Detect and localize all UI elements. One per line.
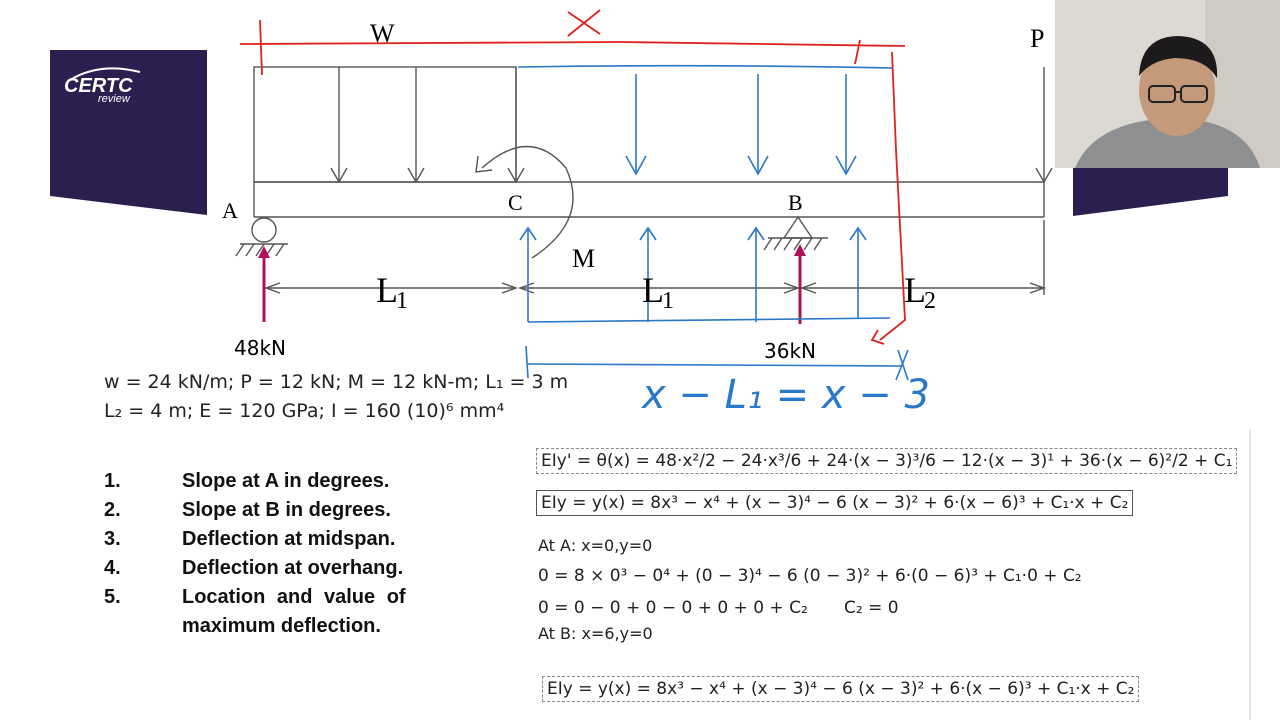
logo-brand: CERTC <box>64 75 133 97</box>
reaction-b-value: 36kN <box>764 339 816 363</box>
reaction-a-value: 48kN <box>234 336 286 360</box>
label-m: M <box>572 244 595 273</box>
label-b: B <box>788 190 803 215</box>
label-l1-right-sub: 1 <box>662 288 674 314</box>
question-number: 3. <box>104 528 121 550</box>
condition-b-label: At B: x=6,y=0 <box>538 624 653 643</box>
label-l1-left-sub: 1 <box>396 288 408 314</box>
red-annotations <box>239 9 906 345</box>
question-text: Location and value of <box>182 586 406 608</box>
given-line-1: w = 24 kN/m; P = 12 kN; M = 12 kN-m; L₁ … <box>104 371 569 393</box>
webcam-feed <box>1055 0 1280 168</box>
question-text: Deflection at midspan. <box>182 528 396 550</box>
condition-a-label: At A: x=0,y=0 <box>538 536 653 555</box>
label-l2: L <box>904 270 926 310</box>
support-a <box>251 217 277 243</box>
brand-panel-left <box>50 50 207 215</box>
presenter-image <box>1055 0 1280 168</box>
brand-panel-right <box>1073 168 1228 216</box>
label-l1-left: L <box>376 270 398 310</box>
moment-arc <box>481 145 574 259</box>
c2-value: C₂ = 0 <box>844 598 899 618</box>
label-l1-right: L <box>642 270 664 310</box>
question-number: 4. <box>104 557 121 579</box>
label-c: C <box>508 190 523 215</box>
beam-diagram <box>235 66 1053 295</box>
handwritten-equation: x − L₁ = x − 3 <box>640 372 930 418</box>
given-line-2: L₂ = 4 m; E = 120 GPa; I = 160 (10)⁶ mm⁴ <box>104 400 505 422</box>
deflection-equation: EIy = y(x) = 8x³ − x⁴ + (x − 3)⁴ − 6 (x … <box>536 490 1134 516</box>
question-text: Slope at A in degrees. <box>182 470 390 492</box>
deflection-equation-repeat: EIy = y(x) = 8x³ − x⁴ + (x − 3)⁴ − 6 (x … <box>542 676 1140 702</box>
blue-annotations <box>517 64 909 381</box>
support-b <box>782 215 814 239</box>
question-text: Deflection at overhang. <box>182 557 404 579</box>
condition-a-result: 0 = 0 − 0 + 0 − 0 + 0 + 0 + C₂ <box>538 598 808 618</box>
question-number: 5. <box>104 586 121 608</box>
logo-sub: review <box>98 93 131 105</box>
certc-logo: CERTC review <box>64 67 141 105</box>
question-text: Slope at B in degrees. <box>182 499 391 521</box>
slope-equation: EIy' = θ(x) = 48·x²/2 − 24·x³/6 + 24·(x … <box>536 448 1238 474</box>
label-p: P <box>1030 24 1044 53</box>
label-a: A <box>222 198 238 223</box>
question-number: 1. <box>104 470 121 492</box>
question-number: 2. <box>104 499 121 521</box>
question-text: maximum deflection. <box>182 615 381 637</box>
label-l2-sub: 2 <box>924 288 936 314</box>
label-w: W <box>370 19 395 48</box>
condition-a-equation: 0 = 8 × 0³ − 0⁴ + (0 − 3)⁴ − 6 (0 − 3)² … <box>538 566 1082 586</box>
